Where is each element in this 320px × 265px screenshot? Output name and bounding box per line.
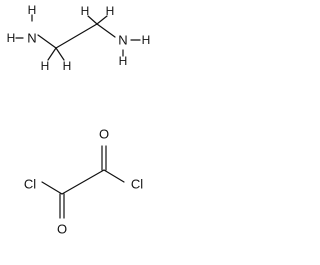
atom-h-n2-down: H bbox=[119, 54, 128, 68]
oxalyl-chloride-molecule: Cl O O Cl bbox=[24, 127, 143, 237]
bond-c1-c2 bbox=[61, 169, 105, 195]
bond-c2-cl2 bbox=[103, 169, 125, 183]
atom-cl2: Cl bbox=[131, 177, 143, 192]
bond-c2-h-left bbox=[87, 15, 98, 25]
bond-n1-c1 bbox=[37, 34, 57, 49]
atom-n2: N bbox=[118, 33, 127, 48]
atom-h-c1-left: H bbox=[41, 59, 50, 73]
bond-c2-n2 bbox=[96, 23, 116, 38]
bond-c1-h-down bbox=[55, 47, 65, 61]
ethylenediamine-molecule: N H H H H H H N H H bbox=[7, 3, 151, 73]
atom-cl1: Cl bbox=[24, 177, 36, 192]
atom-n1: N bbox=[27, 31, 36, 46]
atom-h-c1-right: H bbox=[63, 59, 72, 73]
chemical-structure-diagram: N H H H H H H N H H Cl O O Cl bbox=[7, 3, 151, 237]
bond-c1-c2 bbox=[55, 23, 98, 49]
bond-c2-h-right bbox=[96, 15, 108, 25]
atom-o2: O bbox=[99, 127, 109, 142]
bond-c1-h-left bbox=[47, 47, 57, 61]
atom-h-c2-left: H bbox=[81, 4, 90, 18]
atom-h-c2-right: H bbox=[106, 4, 115, 18]
atom-h-n2-right: H bbox=[142, 33, 151, 47]
atom-h-n1-upper: H bbox=[28, 3, 37, 17]
bond-cl1-c1 bbox=[41, 181, 63, 195]
atom-h-n1-left: H bbox=[7, 31, 16, 45]
atom-o1: O bbox=[57, 222, 67, 237]
